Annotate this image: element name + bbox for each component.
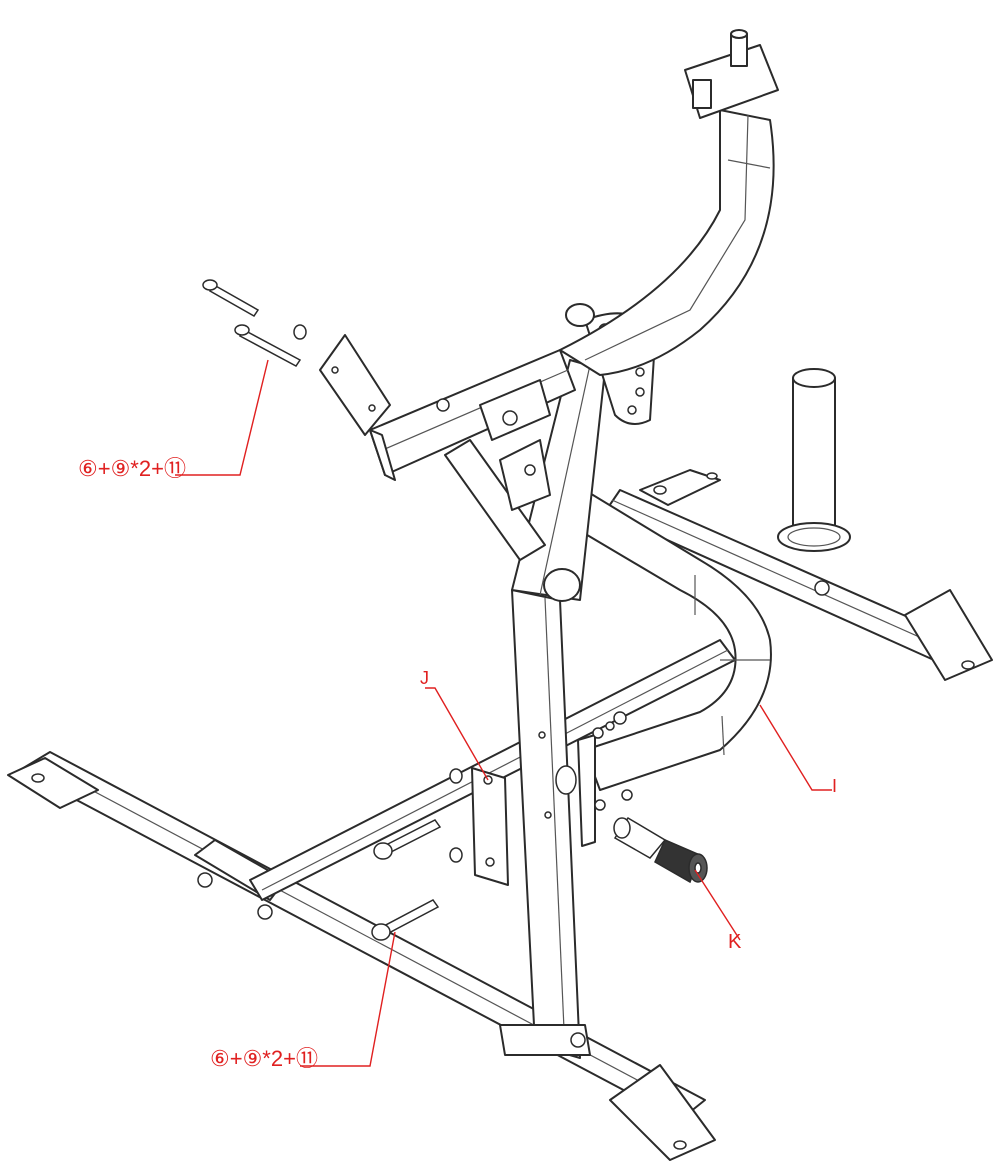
side-bracket bbox=[499, 439, 551, 511]
rear-right-foot bbox=[904, 589, 993, 681]
curved-arm bbox=[559, 109, 775, 376]
upper-fastener-leader bbox=[175, 359, 269, 476]
lower-bolt-2 bbox=[371, 899, 440, 941]
lower-fastener-set bbox=[371, 711, 708, 941]
part-i-leader bbox=[759, 704, 832, 791]
part-j-label: J bbox=[420, 668, 429, 688]
pop-pin-k bbox=[613, 816, 708, 884]
lower-fastener-leader bbox=[300, 931, 396, 1067]
part-k-leader bbox=[694, 869, 741, 941]
part-k-label: K bbox=[728, 931, 742, 953]
part-i-label: I bbox=[832, 776, 837, 796]
upper-fastener-set bbox=[202, 279, 391, 436]
weight-horn bbox=[777, 368, 851, 552]
upper-plate bbox=[319, 334, 391, 436]
lower-fastener-label: ⑥+⑨*2+⑪ bbox=[210, 1046, 318, 1071]
plate-j bbox=[471, 767, 509, 886]
rear-top-foot bbox=[639, 469, 721, 506]
arm-collar bbox=[479, 379, 551, 441]
front-right-foot bbox=[609, 1064, 716, 1161]
upper-washer bbox=[293, 324, 307, 340]
upper-bolt-1 bbox=[202, 279, 260, 317]
curved-tube-i bbox=[544, 474, 772, 791]
part-j-leader bbox=[425, 687, 489, 781]
upper-fastener-label: ⑥+⑨*2+⑪ bbox=[78, 456, 186, 481]
diagonal-brace bbox=[444, 439, 546, 561]
upper-arm-assembly bbox=[369, 29, 779, 561]
upper-bolt-2 bbox=[234, 324, 302, 367]
lower-bolt-1 bbox=[373, 819, 442, 860]
post-base-collar bbox=[499, 1024, 591, 1056]
front-left-foot bbox=[7, 757, 99, 809]
callouts: ⑥+⑨*2+⑪ ⑥+⑨*2+⑪ J I K bbox=[78, 359, 837, 1071]
